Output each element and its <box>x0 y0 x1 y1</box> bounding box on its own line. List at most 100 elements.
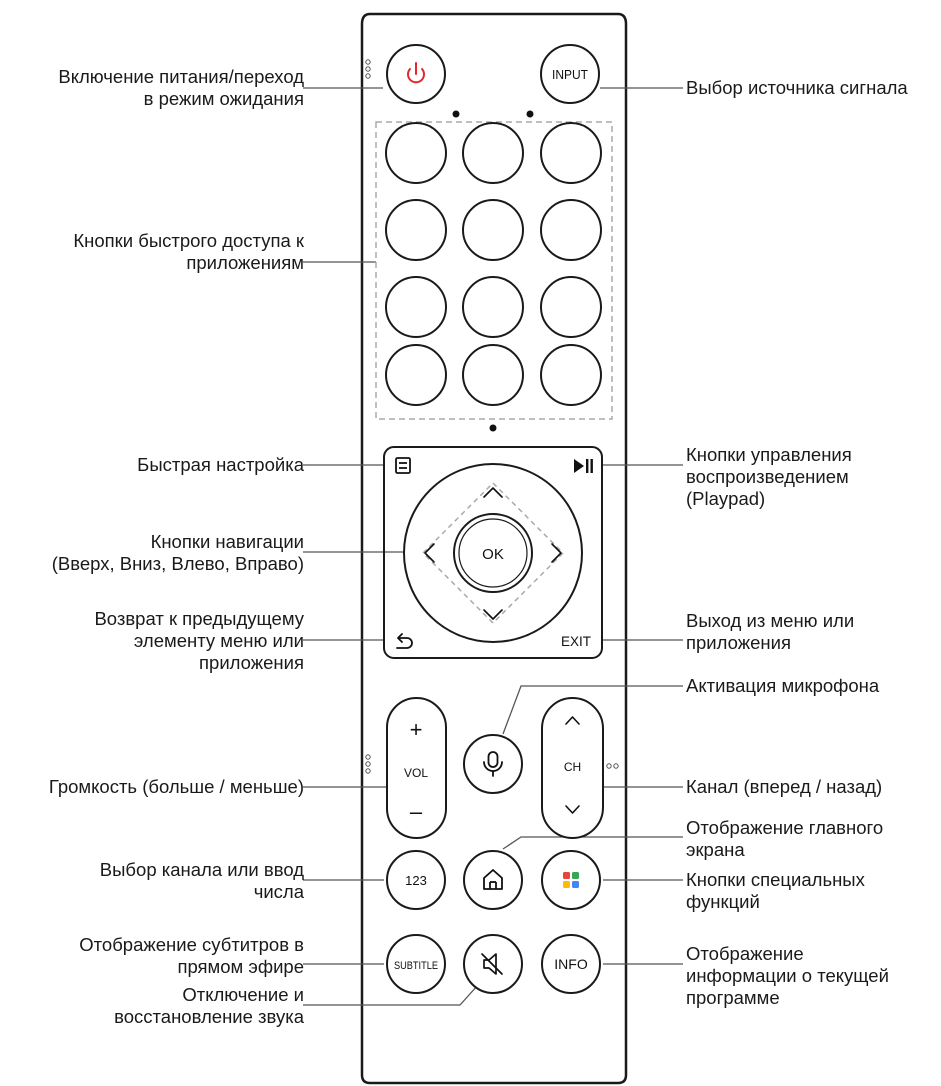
app-shortcut-button-4[interactable] <box>385 199 447 261</box>
info-button[interactable]: INFO <box>541 934 601 994</box>
callout-apps-line1: Кнопки быстрого доступа к <box>73 230 304 251</box>
exit-button[interactable]: EXIT <box>561 634 591 649</box>
app-shortcut-button-1[interactable] <box>385 122 447 184</box>
callout-playpad-line3: (Playpad) <box>686 488 766 509</box>
callout-back-line2: элементу меню или <box>133 630 304 651</box>
callout-subtitle-line1: Отображение субтитров в <box>79 934 304 955</box>
callout-playpad-line1: Кнопки управления <box>686 444 852 465</box>
callout-exit: Выход из меню или приложения <box>686 610 854 654</box>
callout-channel-line1: Канал (вперед / назад) <box>686 776 883 797</box>
mic-button[interactable] <box>463 734 523 794</box>
callout-input: Выбор источника сигнала <box>686 77 908 99</box>
callout-power: Включение питания/переход в режим ожидан… <box>58 66 304 110</box>
app-shortcut-button-3[interactable] <box>540 122 602 184</box>
numbers-button[interactable]: 123 <box>386 850 446 910</box>
special-functions-button[interactable] <box>541 850 601 910</box>
arrow-right-icon[interactable] <box>551 543 562 563</box>
subtitle-button[interactable]: SUBTITLE <box>386 934 446 994</box>
callout-mute-line1: Отключение и <box>182 984 304 1005</box>
power-button[interactable] <box>386 44 446 104</box>
subtitle-label: SUBTITLE <box>394 960 438 972</box>
callout-exit-line1: Выход из меню или <box>686 610 855 631</box>
back-button[interactable] <box>396 633 413 649</box>
callout-mute-line2: восстановление звука <box>114 1006 304 1027</box>
input-button[interactable]: INPUT <box>540 44 600 104</box>
callout-navigation-line2: (Вверх, Вниз, Влево, Вправо) <box>51 553 304 574</box>
playpad-frame <box>383 446 603 659</box>
callout-home: Отображение главного экрана <box>686 817 883 861</box>
nav-arrows <box>424 487 562 620</box>
app-shortcut-button-11[interactable] <box>462 344 524 406</box>
callout-volume: Громкость (больше / меньше) <box>49 776 304 798</box>
callout-volume-line1: Громкость (больше / меньше) <box>48 776 304 797</box>
callout-power-line2: в режим ожидания <box>143 88 304 109</box>
app-shortcut-button-7[interactable] <box>385 276 447 338</box>
arrow-down-icon[interactable] <box>483 609 503 620</box>
volume-up-icon[interactable]: + <box>410 717 423 742</box>
callout-navigation-line1: Кнопки навигации <box>150 531 304 552</box>
quick-settings-button[interactable] <box>395 457 411 474</box>
callout-playpad-line2: воспроизведением <box>686 466 849 487</box>
play-pause-icon <box>574 459 593 473</box>
callout-playpad: Кнопки управления воспроизведением (Play… <box>686 444 852 510</box>
channel-up-icon[interactable] <box>565 716 580 725</box>
channel-label: CH <box>564 760 581 774</box>
exit-label: EXIT <box>561 634 591 649</box>
input-label: INPUT <box>552 67 588 82</box>
mute-button[interactable] <box>463 934 523 994</box>
channel-down-icon[interactable] <box>565 805 580 814</box>
ok-button[interactable]: OK <box>453 513 533 593</box>
ok-label: OK <box>482 546 504 563</box>
home-button[interactable] <box>463 850 523 910</box>
callout-subtitle: Отображение субтитров в прямом эфире <box>79 934 304 978</box>
arrow-left-icon[interactable] <box>424 543 435 563</box>
callout-info-line2: информации о текущей <box>686 965 889 986</box>
special-functions-icon <box>563 872 579 888</box>
app-shortcut-grid <box>385 122 602 406</box>
mute-icon <box>481 953 503 975</box>
app-shortcut-button-9[interactable] <box>540 276 602 338</box>
callout-back-line3: приложения <box>199 652 304 673</box>
play-pause-button[interactable] <box>574 459 593 473</box>
callout-quick-settings-line1: Быстрая настройка <box>137 454 304 475</box>
app-shortcuts-frame <box>375 121 613 420</box>
volume-down-icon[interactable]: – <box>410 799 423 824</box>
callout-subtitle-line2: прямом эфире <box>177 956 304 977</box>
callout-mic-line1: Активация микрофона <box>686 675 880 696</box>
callout-input-line1: Выбор источника сигнала <box>686 77 908 98</box>
app-shortcut-button-8[interactable] <box>462 276 524 338</box>
channel-rocker[interactable]: CH <box>541 697 604 839</box>
indicator-dots <box>365 59 619 774</box>
numbers-label: 123 <box>405 873 427 888</box>
nav-diamond <box>421 481 565 625</box>
callout-power-line1: Включение питания/переход <box>58 66 304 87</box>
callout-mute: Отключение и восстановление звука <box>114 984 304 1028</box>
app-shortcut-button-5[interactable] <box>462 199 524 261</box>
volume-rocker[interactable]: + VOL – <box>386 697 447 839</box>
app-shortcut-button-10[interactable] <box>385 344 447 406</box>
callout-special-line1: Кнопки специальных <box>686 869 865 890</box>
app-shortcut-button-6[interactable] <box>540 199 602 261</box>
home-icon <box>483 869 503 890</box>
callout-exit-line2: приложения <box>686 632 791 653</box>
callout-channel: Канал (вперед / назад) <box>686 776 882 798</box>
callout-quick-settings: Быстрая настройка <box>137 454 304 476</box>
power-icon <box>407 62 425 84</box>
callout-numbers-line1: Выбор канала или ввод <box>99 859 304 880</box>
arrow-up-icon[interactable] <box>483 487 503 498</box>
callout-apps: Кнопки быстрого доступа к приложениям <box>73 230 304 274</box>
callout-info: Отображение информации о текущей програм… <box>686 943 889 1009</box>
volume-label: VOL <box>404 766 428 780</box>
marker-dots <box>452 110 534 432</box>
callout-special-line2: функций <box>686 891 760 912</box>
back-icon <box>396 633 413 649</box>
app-shortcut-button-2[interactable] <box>462 122 524 184</box>
callout-mic: Активация микрофона <box>686 675 879 697</box>
app-shortcut-button-12[interactable] <box>540 344 602 406</box>
callout-info-line3: программе <box>686 987 780 1008</box>
leader-lines <box>303 87 683 1006</box>
callout-navigation: Кнопки навигации (Вверх, Вниз, Влево, Вп… <box>52 531 304 575</box>
microphone-icon <box>483 751 503 777</box>
